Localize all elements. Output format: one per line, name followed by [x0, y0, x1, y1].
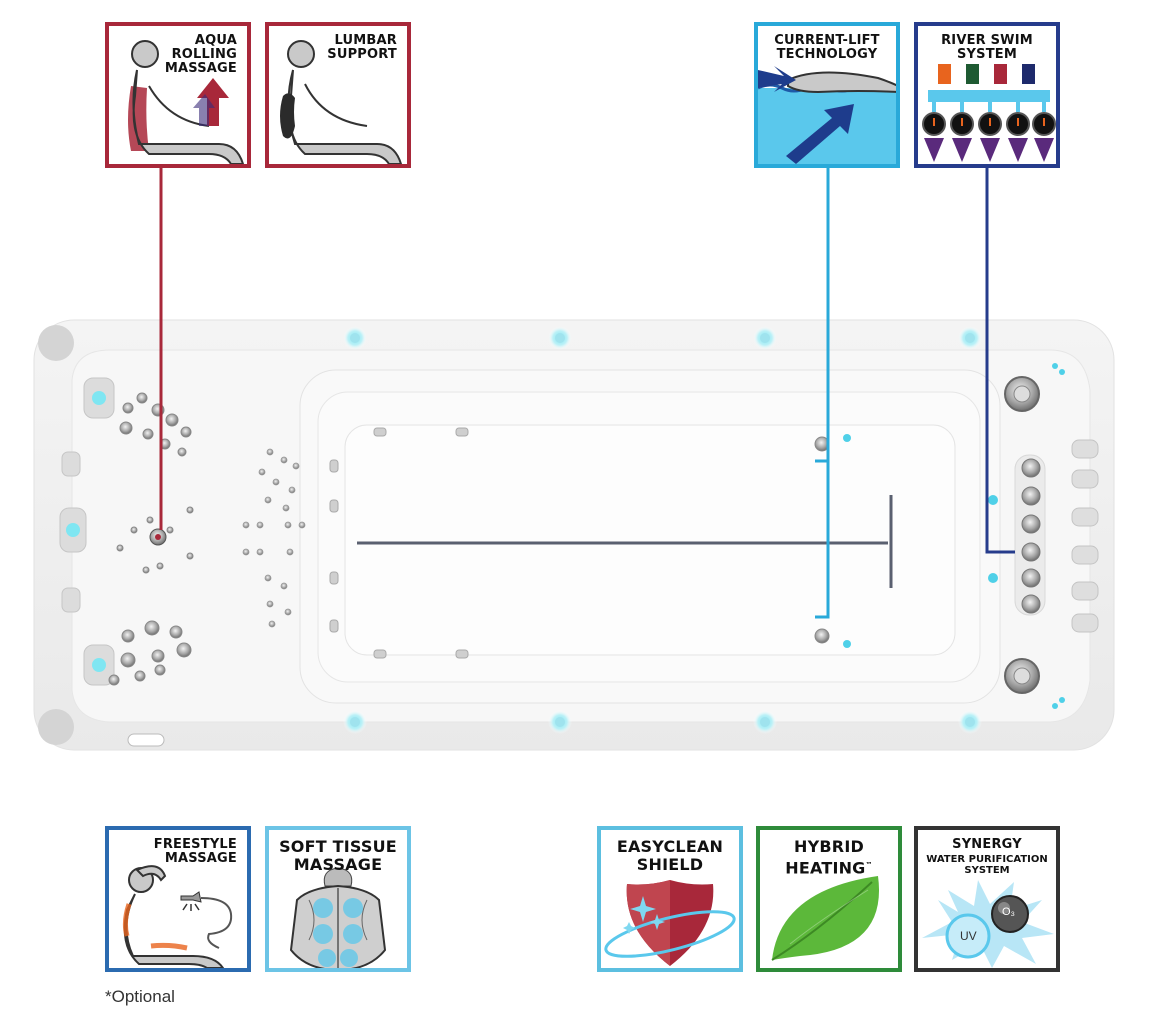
feature-subtitle-synergy: WATER PURIFICATION SYSTEM	[926, 854, 1048, 876]
feature-badge-lumbar: LUMBAR SUPPORT	[265, 22, 411, 168]
back-muscles-icon	[289, 867, 387, 968]
bench-jets	[242, 448, 306, 628]
river-swim-jets	[988, 454, 1046, 616]
current-lift-nozzles	[814, 434, 851, 648]
o3-label: O₃	[1002, 906, 1016, 918]
shield-icon	[604, 880, 736, 966]
handheld-massage-icon	[122, 865, 233, 968]
feature-badge-freestyle: FREESTYLE MASSAGE	[105, 826, 251, 972]
water-purification-icon	[922, 880, 1054, 968]
lumbar-person-icon	[280, 40, 403, 164]
feature-title-freestyle: FREESTYLE MASSAGE	[153, 837, 237, 866]
leaf-icon	[771, 876, 880, 961]
left-seat-jets	[108, 392, 194, 686]
connector-river-swim	[985, 168, 1015, 554]
corner-cap-top-left	[38, 325, 74, 361]
wall-fittings	[329, 427, 469, 659]
feature-title-hybrid: HYBRID HEATING™	[785, 837, 873, 878]
feature-title-river-swim: RIVER SWIM SYSTEM	[941, 33, 1033, 62]
swimmer-current-icon	[758, 66, 896, 164]
feature-badge-hybrid: HYBRID HEATING™	[756, 826, 902, 972]
feature-badge-current-lift: CURRENT-LIFT TECHNOLOGY	[754, 22, 900, 168]
feature-title-aqua-rolling: AQUA ROLLING MASSAGE	[164, 33, 237, 76]
optional-footnote: *Optional	[105, 987, 175, 1006]
feature-badge-river-swim: RIVER SWIM SYSTEM	[914, 22, 1060, 168]
perimeter-lights	[343, 326, 982, 734]
corner-cap-bottom-left	[38, 709, 74, 745]
pump-manifold-icon	[922, 64, 1056, 162]
uv-label: UV	[960, 929, 977, 943]
right-wall-headrests	[1071, 439, 1099, 633]
feature-title-synergy: SYNERGY	[952, 837, 1022, 852]
propulsion-jets	[1004, 363, 1065, 709]
feature-badge-synergy: SYNERGY WATER PURIFICATION SYSTEM UV O₃	[914, 826, 1060, 972]
feature-title-current-lift: CURRENT-LIFT TECHNOLOGY	[774, 33, 880, 62]
feature-title-easyclean: EASYCLEAN SHIELD	[616, 837, 724, 874]
connector-current-lift	[815, 168, 830, 619]
spa-footwell	[344, 424, 956, 656]
seated-person-icon	[128, 40, 245, 164]
feature-badge-easyclean: EASYCLEAN SHIELD	[597, 826, 743, 972]
feature-badge-aqua-rolling: AQUA ROLLING MASSAGE	[105, 22, 251, 168]
feature-title-lumbar: LUMBAR SUPPORT	[327, 33, 397, 62]
feature-title-soft-tissue: SOFT TISSUE MASSAGE	[279, 837, 397, 874]
feature-badge-soft-tissue: SOFT TISSUE MASSAGE	[265, 826, 411, 972]
control-panel	[127, 733, 165, 747]
